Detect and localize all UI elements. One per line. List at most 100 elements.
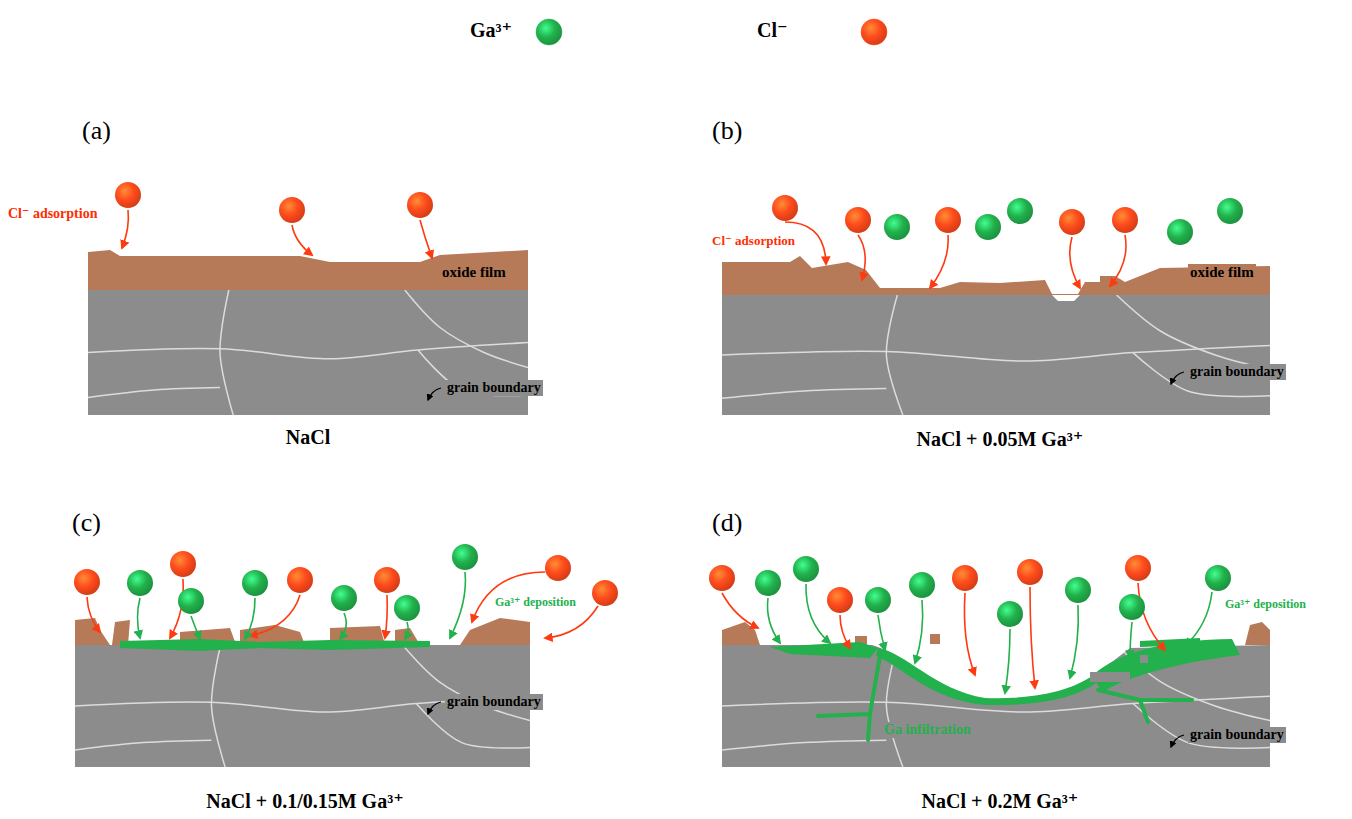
- panel-caption: NaCl: [286, 426, 330, 449]
- legend-swatch-holder: [859, 17, 889, 47]
- ion-arrow: [964, 593, 975, 675]
- ion: [170, 551, 196, 577]
- feature-label: grain boundary: [445, 380, 543, 396]
- ion-arrow: [1138, 583, 1165, 650]
- ion: [287, 567, 313, 593]
- panel-letter: (b): [712, 116, 742, 146]
- ion: [1017, 559, 1043, 585]
- ion-arrow: [840, 615, 850, 648]
- ion: [545, 555, 571, 581]
- ion-arrow: [915, 600, 923, 663]
- ion: [127, 570, 153, 596]
- metal-substrate: [75, 290, 1270, 767]
- gallium-deposit: [120, 638, 1240, 740]
- ion: [1059, 209, 1085, 235]
- ion-arrows: [87, 210, 1212, 693]
- legend-swatch: [861, 19, 887, 45]
- ion-arrow: [878, 615, 885, 650]
- ion-arrow: [1130, 622, 1132, 658]
- ion: [279, 197, 305, 223]
- ion-arrow: [1005, 629, 1010, 693]
- ion: [772, 195, 798, 221]
- ion: [1112, 207, 1138, 233]
- ion: [997, 601, 1023, 627]
- ion: [1205, 565, 1231, 591]
- ion: [178, 588, 204, 614]
- ion-arrow: [250, 595, 300, 636]
- ion: [452, 544, 478, 570]
- ion: [592, 580, 618, 606]
- ion-arrow: [245, 598, 255, 639]
- ion: [1167, 219, 1193, 245]
- ion: [909, 572, 935, 598]
- ion: [827, 587, 853, 613]
- ion-arrow: [1070, 605, 1078, 678]
- feature-label: grain boundary: [1188, 364, 1286, 380]
- oxide-film: [75, 250, 1270, 645]
- ion-arrow: [340, 613, 346, 639]
- ion-arrow: [1110, 235, 1126, 286]
- ion: [845, 207, 871, 233]
- ions: [74, 182, 1243, 627]
- ion-arrow: [420, 220, 432, 258]
- legend-swatch-holder: [534, 17, 564, 47]
- process-label: Cl⁻ adsorption: [712, 234, 795, 249]
- ion-arrow: [806, 584, 830, 643]
- ion: [865, 587, 891, 613]
- ion-arrow: [450, 572, 465, 638]
- ion: [935, 207, 961, 233]
- process-label: Ga³⁺ deposition: [1225, 598, 1306, 612]
- process-label: Ga³⁺ deposition: [495, 596, 576, 610]
- ion: [975, 214, 1001, 240]
- feature-label: grain boundary: [1188, 727, 1286, 743]
- ion: [1125, 555, 1151, 581]
- ion-arrow: [405, 622, 408, 639]
- ion: [1217, 198, 1243, 224]
- ion-arrow: [191, 616, 200, 639]
- ion: [74, 569, 100, 595]
- ion-arrow: [1030, 587, 1035, 688]
- ion: [1007, 198, 1033, 224]
- ion: [1119, 594, 1145, 620]
- legend-label: Ga³⁺: [470, 18, 512, 42]
- ion-arrow: [768, 598, 781, 643]
- metal-block: [722, 295, 1270, 415]
- process-label: Ga infiltration: [882, 722, 973, 738]
- ion: [755, 570, 781, 596]
- ion: [407, 192, 433, 218]
- ion: [952, 565, 978, 591]
- ion-arrow: [930, 235, 948, 288]
- ion-arrow: [1070, 237, 1080, 288]
- ion: [115, 182, 141, 208]
- panel-caption: NaCl + 0.05M Ga³⁺: [917, 428, 1084, 451]
- ion-arrow: [292, 225, 312, 255]
- ion-arrow: [87, 597, 100, 632]
- ion-arrow: [122, 210, 128, 248]
- panel-letter: (a): [82, 116, 111, 146]
- panel-caption: NaCl + 0.2M Ga³⁺: [922, 790, 1079, 813]
- ion-arrow: [138, 598, 141, 638]
- process-label: Cl⁻ adsorption: [8, 206, 97, 222]
- ion: [242, 570, 268, 596]
- ion: [394, 595, 420, 621]
- panel-caption: NaCl + 0.1/0.15M Ga³⁺: [206, 790, 403, 813]
- ion: [709, 565, 735, 591]
- layer-label: oxide film: [1188, 264, 1256, 281]
- ion-arrow: [545, 606, 598, 638]
- ion-arrow: [722, 593, 758, 628]
- legend-swatch: [536, 19, 562, 45]
- feature-label: grain boundary: [445, 694, 543, 710]
- panel-letter: (c): [72, 508, 101, 538]
- ion: [884, 214, 910, 240]
- metal-block: [88, 290, 528, 415]
- ion-arrow: [385, 595, 387, 638]
- ion: [331, 585, 357, 611]
- ion-arrow: [1185, 592, 1212, 646]
- ion: [793, 556, 819, 582]
- grain-boundaries: [75, 290, 1270, 767]
- boundary-leaders: [428, 372, 1184, 747]
- metal-block: [722, 645, 1270, 767]
- legend-label: Cl⁻: [757, 18, 788, 42]
- ion-arrow: [858, 235, 865, 280]
